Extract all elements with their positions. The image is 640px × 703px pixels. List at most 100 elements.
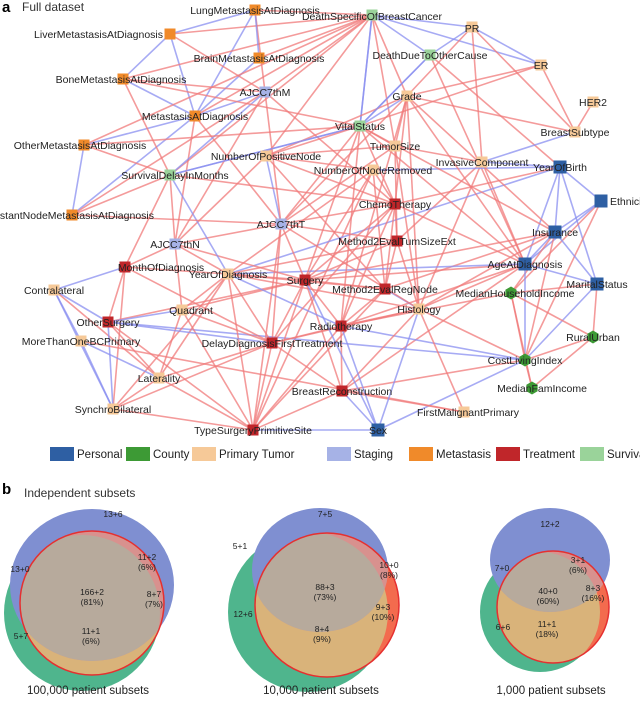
node-label: NumberOfPositiveNode [211,151,321,163]
network-edge [258,14,373,59]
node-label: DistantNodeMetastasisAtDiagnosis [0,210,154,222]
node-marker [299,274,311,286]
node-marker [119,261,131,273]
network-edge [418,308,526,361]
venn-label-green-blue: 5+1 [233,541,248,551]
node-label: AJCC7thM [240,87,291,99]
node-other-surgery: OtherSurgery [76,316,140,329]
network-edge [122,14,373,80]
network-edge [481,131,576,163]
network-edge [554,200,602,233]
network-edge [531,336,594,389]
network-edge [471,26,576,133]
network-edge [169,33,266,93]
venn-caption: 100,000 patient subsets [27,685,149,697]
node-label: MedianHouseholdIncome [455,288,574,300]
network-edge [471,26,483,163]
network-edge [169,33,196,117]
node-label: PR [465,23,480,35]
network-edge [304,169,374,281]
network-edge [169,174,176,245]
node-marker [266,337,278,349]
venn-label-red-only: 9+3 [376,602,391,612]
node-brain-metastasis-at-diagnosis: BrainMetastasisAtDiagnosis [194,52,324,65]
node-contralateral: Contralateral [24,284,84,297]
network-edge [384,231,556,290]
network-edge [280,145,396,225]
node-marker [519,353,531,367]
node-marker [259,86,271,98]
network-edge [280,223,306,281]
node-median-fam-income: MedianFamIncome [497,381,587,395]
venn-caption: 10,000 patient subsets [263,685,379,697]
network-edge [396,240,420,310]
network-edge [371,14,542,66]
node-label: Contralateral [24,285,84,297]
network-edge [554,166,561,233]
node-marker [466,21,478,33]
node-label: SynchroBilateral [75,404,151,416]
node-histology: Histology [397,303,441,316]
node-label: MetastasisAtDiagnosis [142,111,248,123]
network-edge [107,321,114,410]
node-radiotherapy: Radiotherapy [310,320,373,333]
node-label: Radiotherapy [310,321,373,333]
network-edge [304,125,361,281]
node-age-at-diagnosis: AgeAtDiagnosis [488,257,562,271]
node-label: OtherMetastasisAtDiagnosis [14,140,146,152]
venn-caption: 1,000 patient subsets [496,685,606,697]
network-edge [481,161,561,168]
network-edge [304,279,379,431]
network-edge [394,95,408,205]
network-edge [384,240,398,290]
network-edge [394,203,526,265]
network-edge [304,203,396,281]
network-edge [174,223,282,245]
network-edge [71,214,282,225]
legend-swatch [327,447,351,461]
node-label: MonthOfDiagnosis [118,262,204,274]
node-label: DeathSpecificOfBreastCancer [302,11,443,23]
network-edge [406,95,420,310]
node-label: YearOfBirth [533,162,587,174]
node-death-specific-of-breast-cancer: DeathSpecificOfBreastCancer [302,9,443,23]
node-marker [249,4,261,16]
network-edge [340,125,361,327]
venn-label-red-only-pct: (10%) [372,612,395,622]
node-label: Sex [369,425,388,437]
network-edge [107,266,126,323]
network-edge [158,377,254,431]
network-edge [53,289,82,342]
venn-label-red-green-pct: (18%) [536,629,559,639]
venn-label-center-pct: (60%) [537,596,560,606]
node-marker [367,164,379,176]
node-marker [164,169,176,181]
venn-label-green-blue: 13+0 [10,564,29,574]
venn-label-red-only: 8+3 [586,583,601,593]
panel-b-title: Independent subsets [24,486,135,500]
network-edge [371,14,473,28]
venn-label-red-only-pct: (7%) [145,599,163,609]
network-edge [280,223,398,242]
node-label: Method2EvalRegNode [332,284,438,296]
network-edge [372,169,396,205]
node-grade: Grade [392,90,422,103]
network-edge [227,273,420,310]
venn-label-blue-only: 12+2 [540,519,559,529]
node-marker [401,90,413,102]
network-edge [304,240,398,281]
node-label: CostLivingIndex [488,355,563,367]
network-edge [510,231,556,294]
network-edge [80,340,465,413]
network-edge [265,155,396,205]
venn-label-green-only: 5+7 [14,631,29,641]
node-label: Quadrant [169,305,213,317]
node-ajcc7th-n: AJCC7thN [150,238,200,251]
node-survival-delay-in-months: SurvivalDelayInMonths [121,169,229,182]
network-edge [271,342,343,392]
node-label: YearOfDiagnosis [189,269,267,281]
node-label: TumorSize [370,141,421,153]
legend-item-staging: Staging [327,447,393,461]
network-edge [341,263,526,392]
legend-item-metastasis: Metastasis [409,447,491,461]
